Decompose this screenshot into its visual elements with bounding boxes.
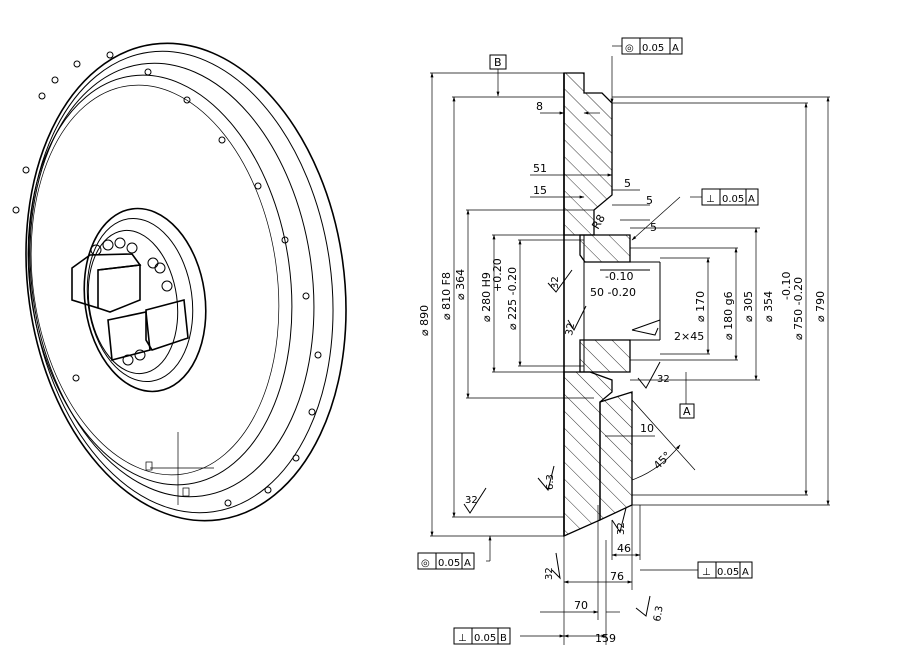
roughness-32e: 32 <box>544 567 555 580</box>
roughness-32c: 32 <box>657 374 670 385</box>
fcf-hub-perp <box>701 188 759 206</box>
dim-46: 46 <box>617 542 631 555</box>
section-rim-lower <box>599 391 633 522</box>
dim-10: 10 <box>640 422 654 435</box>
dim-tol-010: -0.10 <box>605 270 633 283</box>
roughness-63b: 6.3 <box>652 605 666 623</box>
datum-box-b <box>489 54 507 70</box>
isometric-flywheel-view <box>12 42 347 522</box>
section-hub-upper <box>579 234 631 263</box>
fcf-top <box>621 37 683 55</box>
dim-159: 159 <box>595 632 616 645</box>
roughness-symbols <box>463 269 661 617</box>
fcf-top-symbol: ◎ <box>625 43 634 54</box>
dimension-texts: 8 51 15 5 5 5 -0.10 50 -0.20 2×45 10 46 … <box>533 100 704 645</box>
dim-dia750-tol: -0.10 <box>780 272 793 300</box>
fcf-hub-tolerance: 0.05 <box>722 194 744 205</box>
dim-dia354: ⌀ 354 <box>762 291 775 322</box>
roughness-32d: 32 <box>465 495 478 506</box>
roughness-63a: 6.3 <box>545 474 556 490</box>
dim-dia170: ⌀ 170 <box>694 291 707 322</box>
roughness-32b: 32 <box>564 322 577 336</box>
fcf-hub-datum: A <box>748 194 755 205</box>
dimension-lines <box>430 45 830 645</box>
fcf-bottom-datum: B <box>500 633 507 644</box>
fcf-hub-symbol: ⊥ <box>706 194 715 205</box>
dim-5c: 5 <box>650 221 657 234</box>
dim-dia305: ⌀ 305 <box>742 291 755 322</box>
dim-R8: R8 <box>589 212 608 231</box>
fcf-bottom-tolerance: 0.05 <box>474 633 496 644</box>
dim-76: 76 <box>610 570 624 583</box>
dim-dia790: ⌀ 790 <box>814 291 827 322</box>
dim-dia810: ⌀ 810 F8 <box>440 272 453 320</box>
fcf-left-datum: A <box>464 558 471 569</box>
datum-labels: B A <box>494 56 691 418</box>
fcf-right-tolerance: 0.05 <box>717 567 739 578</box>
fcf-left-conc <box>417 552 475 570</box>
dim-dia890: ⌀ 890 <box>418 305 431 336</box>
dim-dia225: ⌀ 225 -0.20 <box>506 267 519 330</box>
fcf-bottom-symbol: ⊥ <box>458 633 467 644</box>
section-view <box>563 72 661 538</box>
datum-a-label: A <box>683 405 691 418</box>
rim-bolt-holes <box>12 51 322 507</box>
fcf-top-datum: A <box>672 43 679 54</box>
section-hub-lower <box>579 339 631 373</box>
fcf-right-datum: A <box>742 567 749 578</box>
dim-5b: 5 <box>646 194 653 207</box>
fcf-left-tolerance: 0.05 <box>438 558 460 569</box>
dim-dia750: ⌀ 750 -0.20 <box>792 277 805 340</box>
dim-70: 70 <box>574 599 588 612</box>
fcf-right-symbol: ⊥ <box>702 567 711 578</box>
dim-dia280-tol: +0.20 <box>491 258 504 292</box>
fcf-right-perp <box>697 561 753 579</box>
fcf-bottom-perp <box>453 627 511 645</box>
fcf-texts: ◎ 0.05 A ⊥ 0.05 A ◎ 0.05 A ⊥ 0.05 A ⊥ 0.… <box>421 43 755 644</box>
dim-15: 15 <box>533 184 547 197</box>
roughness-32f: 32 <box>616 522 627 535</box>
dim-50-020: 50 -0.20 <box>590 286 636 299</box>
hub-bolt-holes <box>90 237 173 366</box>
dim-dia364: ⌀ 364 <box>454 269 467 300</box>
roughness-32a: 32 <box>550 276 561 289</box>
section-flange-upper <box>563 72 613 236</box>
roughness-texts: 32 32 32 32 32 32 6.3 6.3 <box>465 276 670 622</box>
dim-dia180: ⌀ 180 g6 <box>722 291 735 340</box>
datum-box-a <box>679 403 695 419</box>
fcf-left-symbol: ◎ <box>421 558 430 569</box>
dim-8: 8 <box>536 100 543 113</box>
rotated-dimension-texts: R8 45° ⌀ 890 ⌀ 810 F8 ⌀ 364 ⌀ 280 H9 +0.… <box>418 212 827 472</box>
dim-2x45: 2×45 <box>674 330 704 343</box>
dim-dia280: ⌀ 280 H9 <box>480 272 493 322</box>
fcf-top-tolerance: 0.05 <box>642 43 664 54</box>
dim-5a: 5 <box>624 177 631 190</box>
datum-b-label: B <box>494 56 502 69</box>
dim-51: 51 <box>533 162 547 175</box>
